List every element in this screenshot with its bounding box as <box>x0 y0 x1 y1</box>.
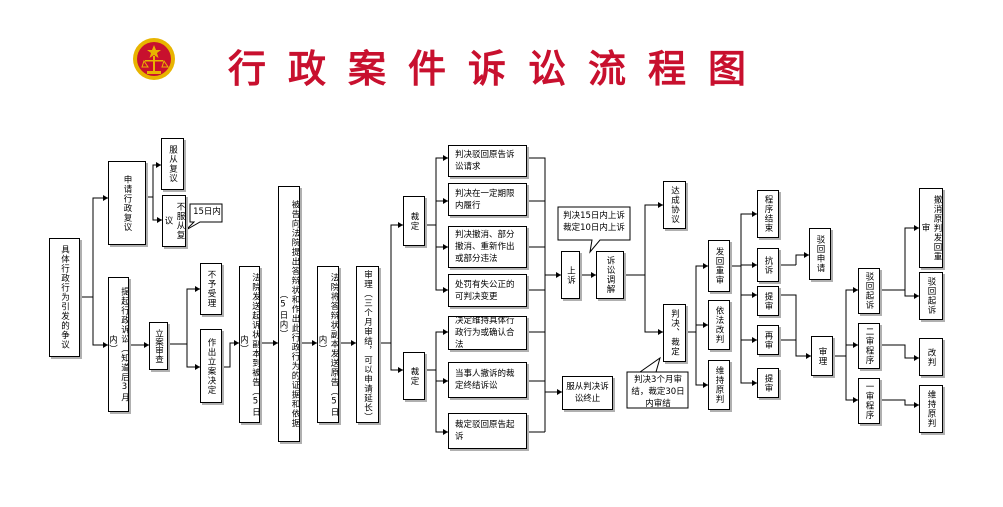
reject-application-box: 驳回申请 <box>809 228 831 280</box>
final-uphold-box: 维持原判 <box>919 385 943 433</box>
retrial-c-box: 提审 <box>757 368 779 398</box>
within-15-days-note: 15日内 <box>193 207 221 217</box>
agreement-box: 达成协议 <box>663 181 686 229</box>
appeal-box: 上诉 <box>561 251 580 299</box>
final-revoke-remand-box: 撤消原判发回重审 <box>919 188 943 268</box>
apply-review-box: 申请行政复议 <box>108 161 146 245</box>
appeal-deadline-note: 判决15日内上诉 裁定10日内上诉 <box>563 211 625 233</box>
court-emblem-icon <box>131 36 177 82</box>
result-uphold-act: 决定维持具体行政行为或确认合法 <box>448 316 527 350</box>
final-amend-box: 改判 <box>919 338 943 376</box>
accept-review-box: 服从复议 <box>161 138 184 190</box>
first-instance-box: 一审程序 <box>858 378 880 424</box>
result-dismiss-claim: 判决驳回原告诉讼请求 <box>448 145 527 177</box>
accept-end-box: 服从判决诉讼终止 <box>562 376 613 410</box>
file-suit-box: 提起行政诉讼（知道后3月内） <box>108 277 129 412</box>
retrial-b-box: 再审 <box>757 325 779 355</box>
result-dismiss-suit: 裁定驳回原告起诉 <box>448 413 527 449</box>
result-modify-penalty: 处罚有失公正的可判决变更 <box>448 274 527 307</box>
result-withdraw: 当事人撤诉的裁定终结诉讼 <box>448 362 527 398</box>
ruling-bottom-box: 裁定 <box>403 352 425 400</box>
judgment-box: 判决、裁定 <box>663 304 686 362</box>
protest-box: 抗诉 <box>757 248 779 282</box>
reject-suit-box: 驳回起诉 <box>858 268 880 314</box>
decide-accept-box: 作出立案决定 <box>200 329 222 403</box>
judgment-deadline-note: 判决3个月审结，裁定30日内审结 <box>631 375 685 409</box>
dispute-box: 具体行政行为引发的争议 <box>49 238 80 357</box>
not-accept-box: 不予受理 <box>200 263 222 315</box>
retrial-a-box: 提审 <box>757 286 779 316</box>
result-perform-duty: 判决在一定期限内履行 <box>448 183 527 216</box>
final-reject-suit-box: 驳回起诉 <box>919 272 943 320</box>
trial-box: 审理（三个月审结，可以申请延长） <box>356 266 379 423</box>
result-revoke: 判决撤消、部分撤消、重新作出或部分违法 <box>448 226 527 268</box>
trial-2-box: 审理 <box>811 336 833 376</box>
remand-box: 发回重审 <box>708 240 730 292</box>
reject-review-box: 不服从复议 <box>162 195 186 247</box>
amend-box: 依法改判 <box>708 300 730 350</box>
second-instance-box: 二审程序 <box>858 323 880 369</box>
court-send-box: 法院将答辩状副本发送原告（5日内） <box>317 266 339 423</box>
ruling-top-box: 裁定 <box>403 196 425 246</box>
defendant-evidence-box: 被告向法院提出答辩状和作出此行政行为的证据和依据（5日内） <box>278 186 300 442</box>
send-copy-box: 法院发送起诉状副本到被告（5日内） <box>239 266 260 423</box>
mediation-box: 诉讼调解 <box>596 251 624 299</box>
uphold-box: 维持原判 <box>708 360 730 410</box>
procedure-end-box: 程序结束 <box>757 190 779 238</box>
page-title: 行政案件诉讼流程图 <box>228 46 769 91</box>
case-review-box: 立案审查 <box>149 322 168 370</box>
